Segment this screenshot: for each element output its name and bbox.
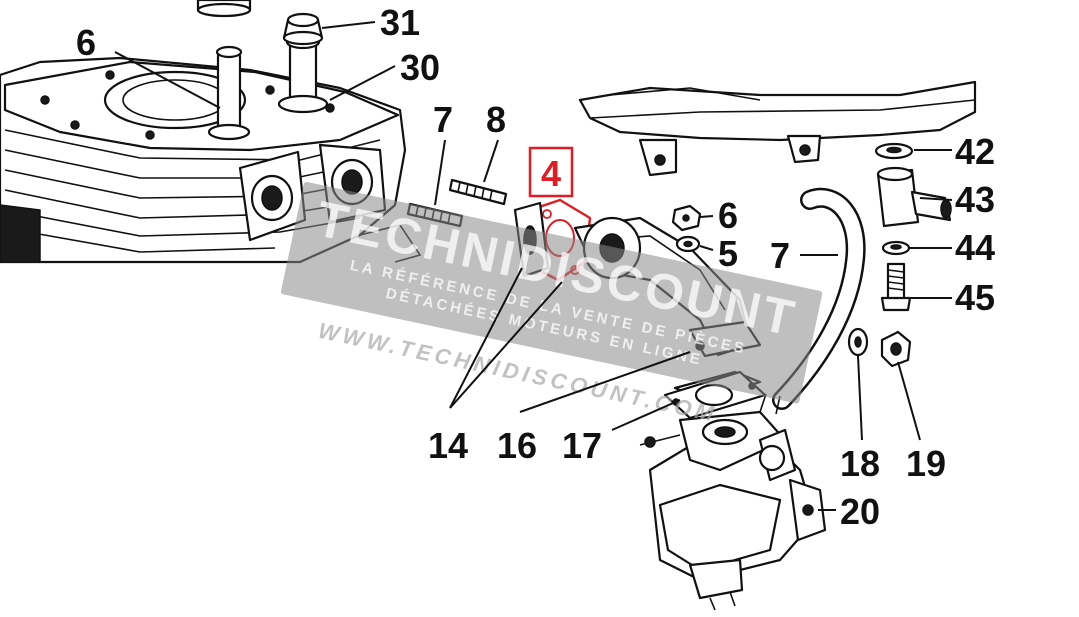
nut-6: [671, 204, 702, 232]
washer-5: [675, 235, 701, 253]
callout-17: 17: [562, 425, 602, 466]
callouts: 6 31 30 7 8 4 6 5 7 42 43 44 45 14 16 17…: [76, 2, 995, 532]
callout-4: 4: [541, 153, 561, 194]
fuel-hose-7: [772, 187, 866, 410]
valve-stem-6: [207, 45, 251, 141]
washer-42: [874, 142, 914, 160]
callout-19: 19: [906, 443, 946, 484]
fuel-tank: [578, 80, 977, 177]
callout-8: 8: [486, 99, 506, 140]
carburetor-20: [639, 393, 827, 611]
callout-31: 31: [380, 2, 420, 43]
callout-16: 16: [497, 425, 537, 466]
callout-5: 5: [718, 233, 738, 274]
callout-43: 43: [955, 179, 995, 220]
valve-cap-30: [277, 34, 329, 114]
washer-18: [847, 327, 869, 357]
callout-7-stud: 7: [433, 99, 453, 140]
callout-14: 14: [428, 425, 468, 466]
washer-44: [881, 240, 911, 256]
callout-44: 44: [955, 227, 995, 268]
bolt-45: [880, 262, 912, 312]
valve-retainer-top: [196, 0, 252, 18]
callout-18: 18: [840, 443, 880, 484]
callout-45: 45: [955, 277, 995, 318]
callout-7-hose: 7: [770, 235, 790, 276]
valve-seal-31: [282, 12, 324, 46]
callout-30: 30: [400, 47, 440, 88]
callout-6-nut: 6: [718, 195, 738, 236]
callout-4-highlight: 4: [528, 146, 574, 198]
callout-20: 20: [840, 491, 880, 532]
nut-19: [880, 330, 912, 368]
leader-lines: [114, 21, 953, 511]
callout-6-stem: 6: [76, 22, 96, 63]
fuel-tap-43: [876, 166, 952, 228]
callout-42: 42: [955, 131, 995, 172]
stud-8: [448, 178, 508, 206]
